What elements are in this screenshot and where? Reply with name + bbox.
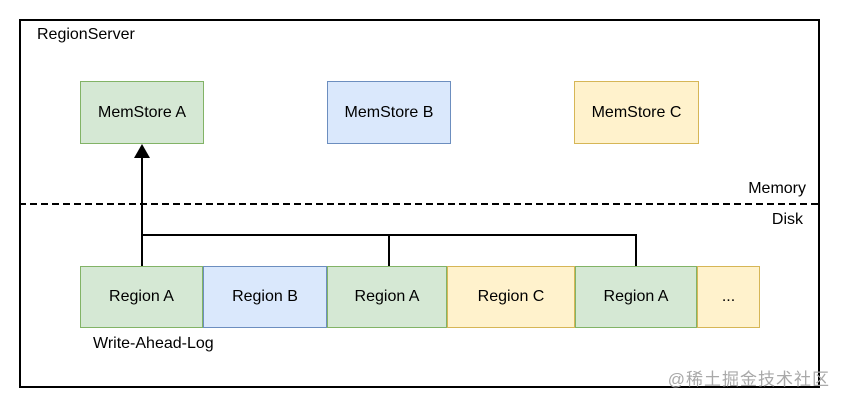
regionserver-title: RegionServer bbox=[37, 26, 135, 43]
wal-connector-drop-line-2 bbox=[635, 234, 637, 266]
wal-to-memstore-arrow-line bbox=[141, 156, 143, 266]
memstore-c-box: MemStore C bbox=[574, 81, 699, 144]
write-ahead-log-label: Write-Ahead-Log bbox=[93, 335, 214, 352]
memstore-a-box: MemStore A bbox=[80, 81, 204, 144]
wal-region-box-2: Region B bbox=[203, 266, 327, 328]
wal-region-box-6: ... bbox=[697, 266, 760, 328]
wal-connector-drop-line-1 bbox=[388, 234, 390, 266]
wal-region-box-5: Region A bbox=[575, 266, 697, 328]
memstore-b-box: MemStore B bbox=[327, 81, 451, 144]
memory-disk-divider bbox=[19, 203, 820, 205]
watermark-text: @稀土掘金技术社区 bbox=[667, 370, 830, 389]
disk-label: Disk bbox=[771, 211, 803, 228]
wal-region-box-4: Region C bbox=[447, 266, 575, 328]
arrow-up-icon bbox=[134, 144, 150, 158]
wal-region-box-3: Region A bbox=[327, 266, 447, 328]
wal-region-box-1: Region A bbox=[80, 266, 203, 328]
memory-label: Memory bbox=[748, 180, 806, 197]
